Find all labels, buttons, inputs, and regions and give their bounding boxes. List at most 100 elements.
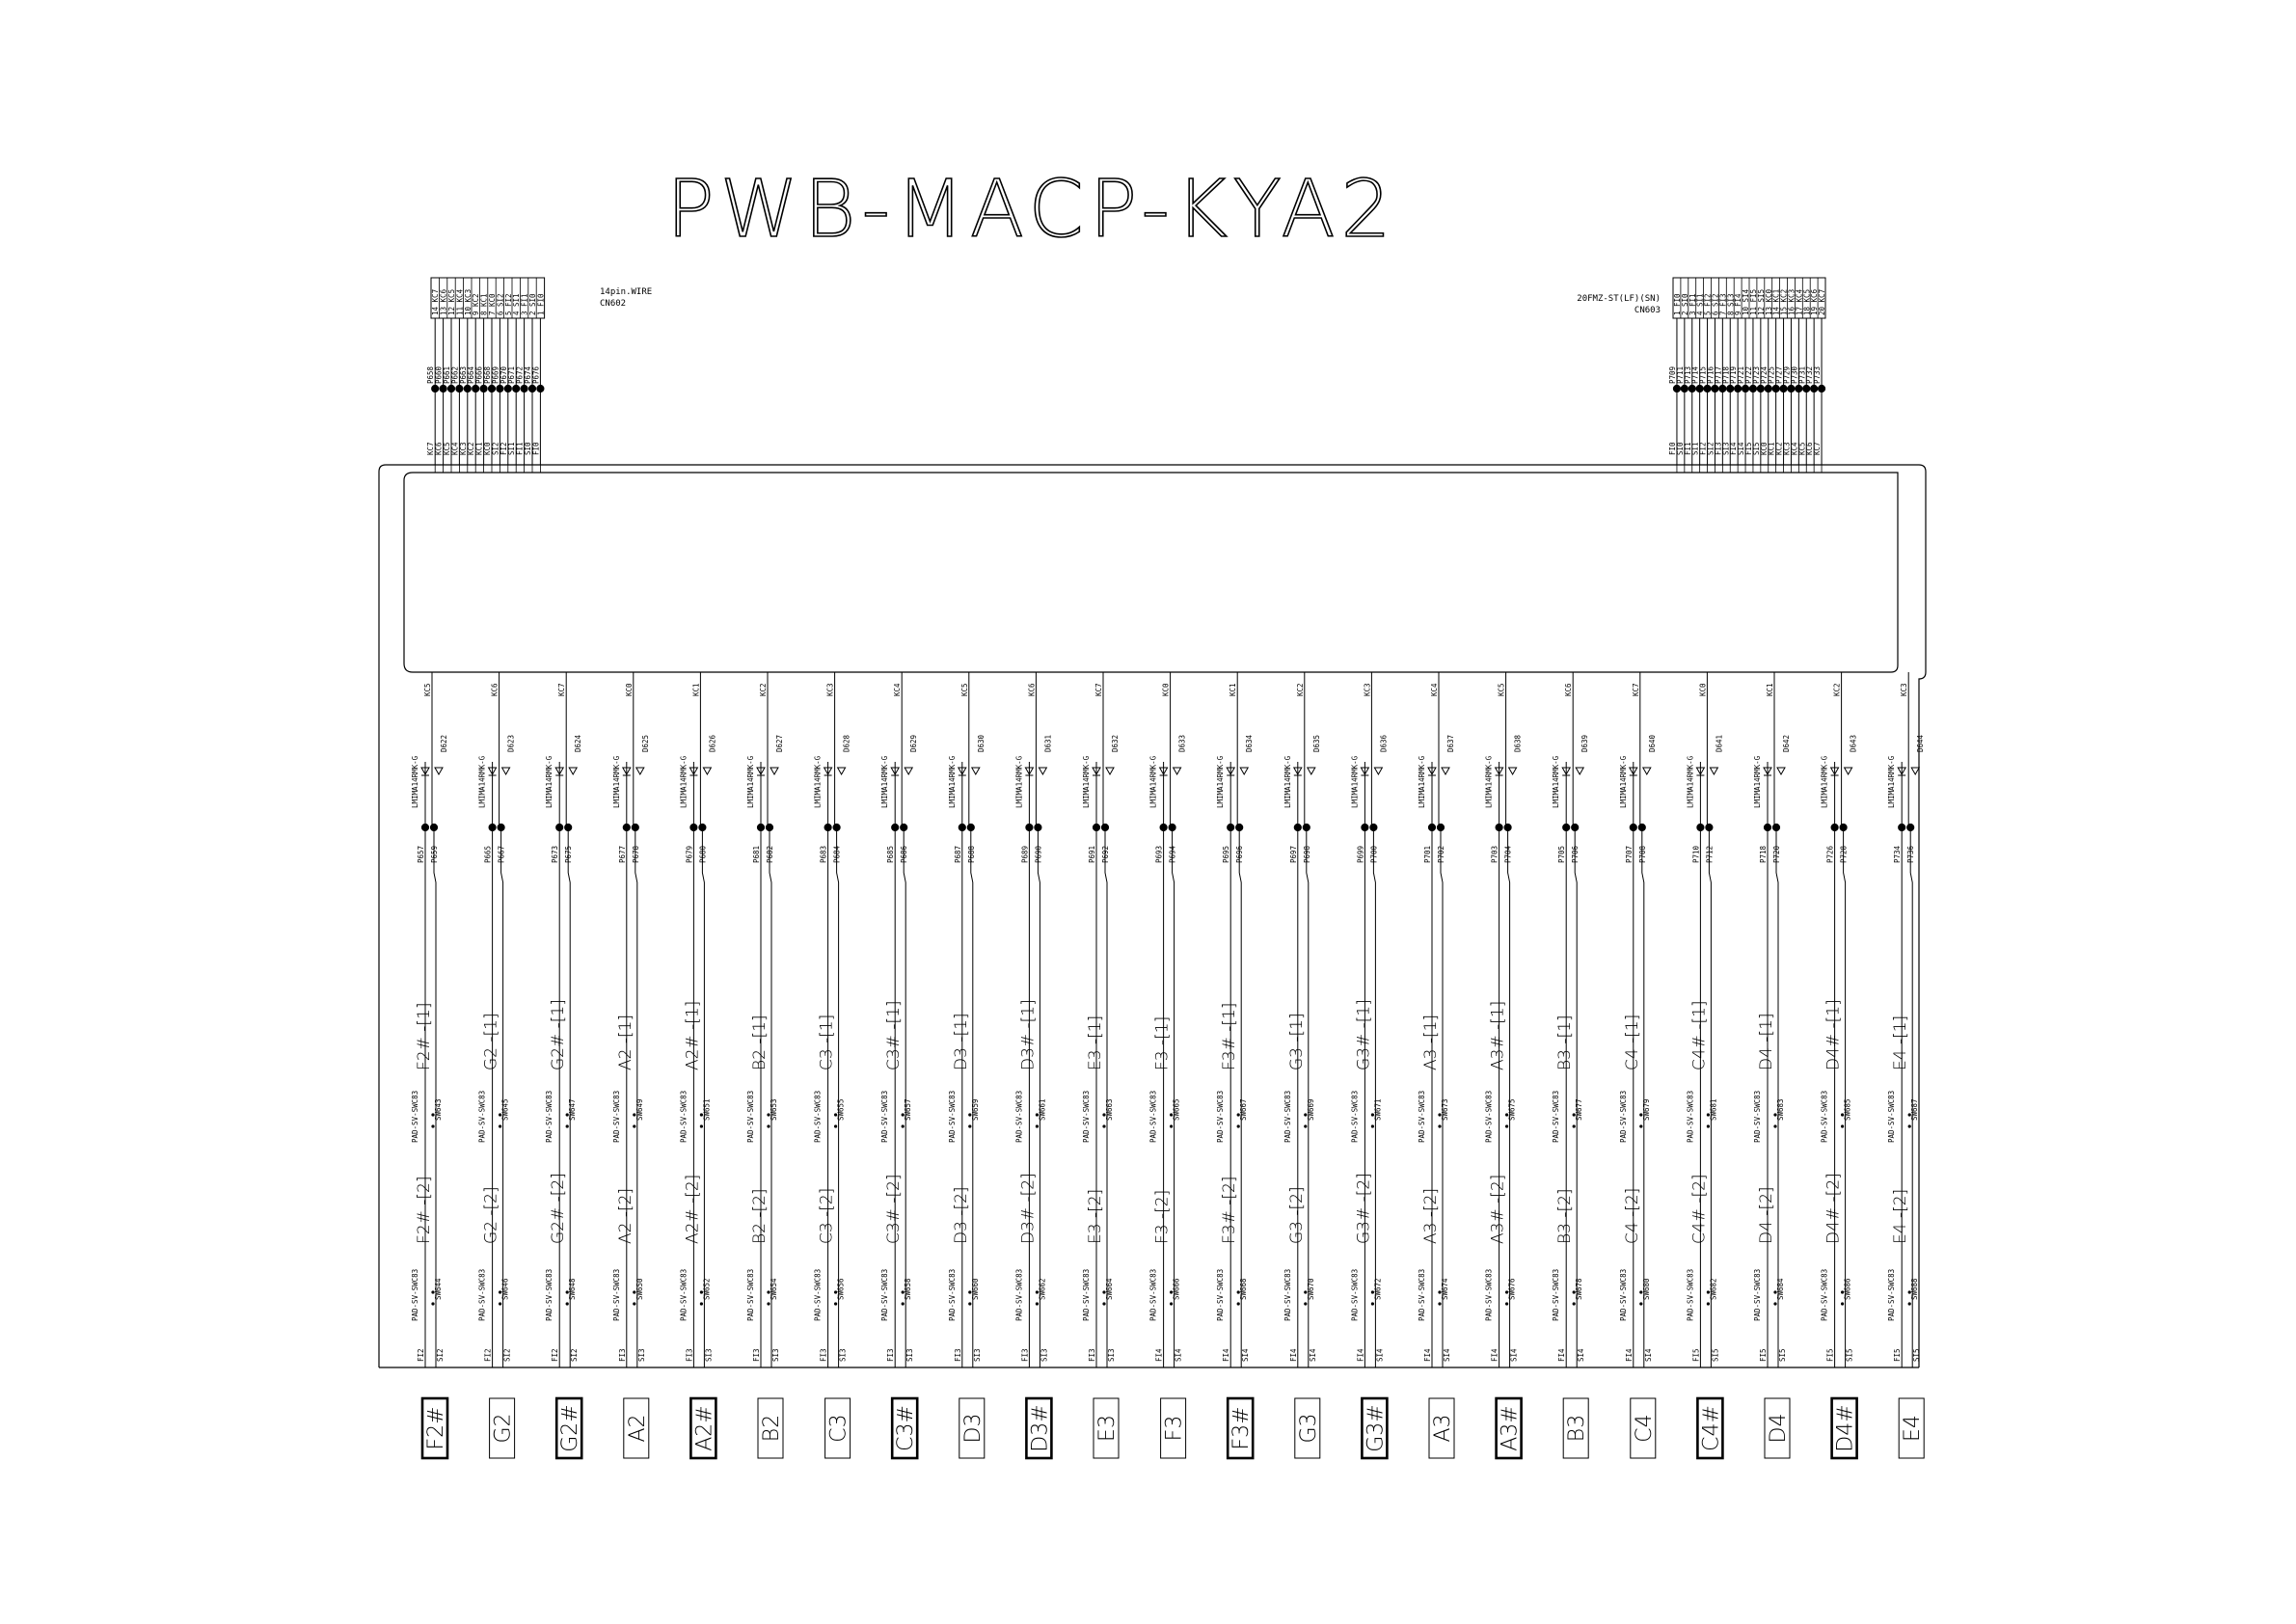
pad-dot [564,823,573,832]
switch-contact-icon [968,1113,972,1117]
switch-contact-icon [901,1290,905,1294]
cn603-pad-label: P715 [1699,366,1708,384]
switch-ref-label: SW671 [1373,1098,1382,1121]
switch-1-label: G3 -[1] [1287,1013,1307,1070]
left-connector-ref: CN602 [600,299,626,309]
kc-label: KC4 [1430,683,1439,696]
cn603-pad-label: P723 [1752,366,1761,384]
key-name-label: D4# [1834,1404,1858,1451]
fi-label: FI4 [1491,1348,1499,1362]
led-diode-icon [1507,767,1518,776]
left-connector-name: 14pin.WIRE [600,287,652,297]
switch-2-label: A2# -[2] [683,1175,702,1244]
led-diode-icon [1441,767,1450,776]
key-name-box [1025,1396,1053,1460]
switch-2-label: C4 -[2] [1623,1188,1642,1244]
cn602-pin-label: 10 KC3 [464,289,473,315]
switch-trace-right [500,831,504,1367]
switch-ref-label: SW656 [837,1278,846,1300]
fi-label: FI3 [954,1348,962,1362]
switch-contact-icon [633,1290,636,1294]
switch-contact-icon [565,1302,569,1306]
kc-label: KC1 [1229,683,1237,696]
pad-dot [1763,823,1772,832]
pad-dot [497,823,505,832]
si-label: SI5 [1778,1348,1787,1362]
led-diode-icon [1776,767,1786,776]
switch-contact-icon [699,1113,704,1117]
switch-part-label: PAD-SV-SWC83 [411,1269,419,1321]
switch-contact-icon [1035,1302,1039,1306]
cn602-pad-label: P666 [475,365,484,384]
switch-ref-label: SW663 [1105,1098,1114,1121]
pad-label-a: P679 [685,846,693,863]
pad-dot [765,823,774,832]
cn603-pad-dot [1802,384,1811,393]
switch-contact-icon [1907,1302,1911,1306]
switch-ref-label: SW667 [1239,1098,1248,1121]
switch-part-label: PAD-SV-SWC83 [545,1269,554,1321]
pad-dot [1159,823,1168,832]
switch-part-label: PAD-SV-SWC83 [1216,1269,1225,1321]
key-name-box [1226,1396,1255,1460]
pad-dot [1092,823,1101,832]
switch-contact-icon [431,1113,435,1117]
switch-contact-icon [1370,1290,1374,1294]
cn603-pad-label: P718 [1721,365,1730,384]
pad-dot [429,823,439,832]
switch-part-label: PAD-SV-SWC83 [1082,1269,1091,1321]
switch-part-label: PAD-SV-SWC83 [948,1091,957,1143]
cn602-pad-label: P668 [483,365,492,384]
cn603-pad-dot [1680,384,1688,393]
schematic-title: PWB-MACP-KYA2 [666,164,1396,256]
switch-contact-icon [1236,1113,1240,1117]
fi-label: FI4 [1557,1348,1566,1362]
switch-1-label: D4 -[1] [1757,1013,1776,1070]
si-label: SI3 [905,1348,914,1362]
cn603-pad-dot [1795,384,1803,393]
led-part-label: LMIMA14RMK-G [1014,755,1023,808]
pad-dot [1436,823,1445,832]
cn603-pad-dot [1703,384,1712,393]
switch-contact-icon [1505,1124,1509,1128]
switch-1-label: C3 -[1] [818,1015,837,1070]
switch-part-label: PAD-SV-SWC83 [1283,1269,1292,1321]
cn603-pin-label: 10 SI4 [1742,288,1750,315]
key-name-label: D3# [1028,1404,1052,1451]
switch-part-label: PAD-SV-SWC83 [679,1091,688,1143]
key-name-box [689,1396,717,1460]
switch-contact-icon [1438,1124,1442,1128]
pad-dot [900,823,908,832]
switch-part-label: PAD-SV-SWC83 [612,1269,621,1321]
pad-label-a: P685 [886,846,895,863]
diode-ref-label: D634 [1245,734,1254,752]
switch-1-label: D3 -[1] [952,1013,971,1070]
switch-2-label: F3# -[2] [1220,1177,1239,1244]
switch-ref-label: SW670 [1307,1278,1315,1300]
led-part-label: LMIMA14RMK-G [679,755,688,808]
switch-contact-icon [1639,1113,1643,1117]
cn602-pin-label: 6 SI2 [496,293,504,315]
switch-part-label: PAD-SV-SWC83 [814,1269,823,1321]
switch-part-label: PAD-SV-SWC83 [1485,1091,1494,1143]
switch-contact-icon [767,1290,770,1294]
switch-part-label: PAD-SV-SWC83 [1014,1091,1023,1143]
switch-contact-icon [834,1302,838,1306]
si-label: SI2 [503,1348,512,1362]
key-name-label: E3 [1095,1415,1120,1442]
switch-2-label: G2# -[2] [549,1173,568,1244]
si-label: SI5 [1912,1348,1921,1362]
led-diode-icon [904,767,914,776]
pad-label-a: P726 [1826,845,1835,863]
switch-ref-label: SW679 [1642,1098,1651,1121]
diode-ref-label: D638 [1514,734,1523,752]
switch-part-label: PAD-SV-SWC83 [1887,1091,1896,1143]
switch-part-label: PAD-SV-SWC83 [478,1269,487,1321]
led-diode-icon [702,767,713,776]
fi-label: FI4 [1155,1348,1164,1362]
cn603-pin-label: 9 FI4 [1734,293,1742,315]
